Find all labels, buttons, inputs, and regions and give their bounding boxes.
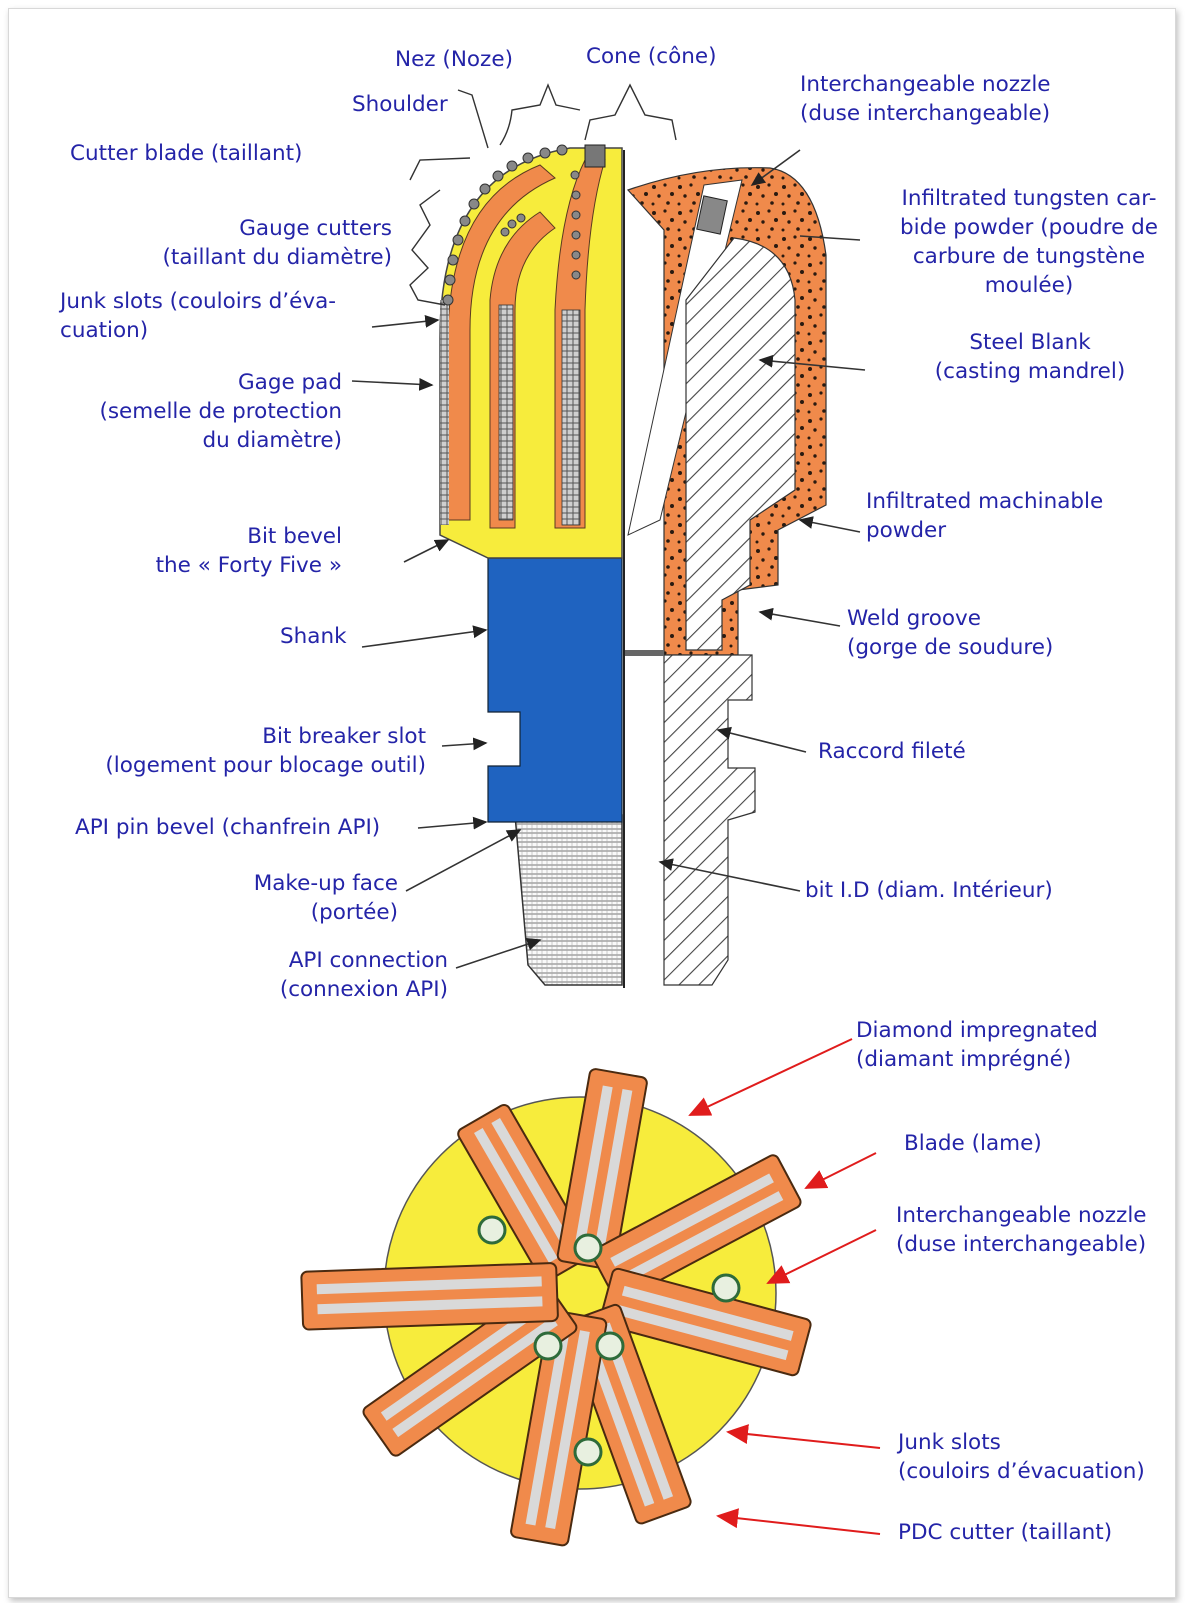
label-cutter-blade: Cutter blade (taillant) — [70, 139, 302, 168]
label-gage-pad: Gage pad (semelle de protection du diamè… — [99, 368, 342, 455]
label-blade: Blade (lame) — [904, 1129, 1042, 1158]
label-bit-breaker-slot: Bit breaker slot (logement pour blocage … — [105, 722, 426, 780]
lower-section — [664, 655, 755, 985]
label-shank: Shank — [280, 622, 347, 651]
label-nez: Nez (Noze) — [395, 45, 513, 74]
blade-8 — [301, 1263, 558, 1330]
label-interchangeable-nozzle-bottom: Interchangeable nozzle (duse interchange… — [896, 1201, 1147, 1259]
label-infiltrated-tungsten: Infiltrated tungsten car- bide powder (p… — [888, 184, 1170, 300]
weld-groove-mark — [624, 650, 664, 656]
label-bit-id: bit I.D (diam. Intérieur) — [805, 876, 1053, 905]
label-diamond-impregnated: Diamond impregnated (diamant imprégné) — [856, 1016, 1098, 1074]
label-raccord: Raccord fileté — [818, 737, 966, 766]
label-api-connection: API connection (connexion API) — [280, 946, 448, 1004]
label-cone: Cone (cône) — [586, 42, 716, 71]
label-steel-blank: Steel Blank (casting mandrel) — [905, 328, 1155, 386]
label-shoulder: Shoulder — [352, 90, 448, 119]
bottom-view — [301, 1068, 812, 1546]
label-junk-slots-side: Junk slots (couloirs d’éva- cuation) — [60, 287, 336, 345]
label-pdc-cutter: PDC cutter (taillant) — [898, 1518, 1112, 1547]
shank-body — [488, 558, 622, 822]
label-api-pin-bevel: API pin bevel (chanfrein API) — [75, 813, 380, 842]
side-view — [440, 145, 826, 988]
label-weld-groove: Weld groove (gorge de soudure) — [847, 604, 1053, 662]
gage-pad-strip-1 — [440, 300, 449, 525]
cutter-strip-2 — [499, 305, 513, 520]
cutter-strip-3 — [562, 310, 580, 525]
label-infiltrated-machinable: Infiltrated machinable powder — [866, 487, 1103, 545]
label-junk-slots-bottom: Junk slots (couloirs d’évacuation) — [898, 1428, 1145, 1486]
label-interchangeable-nozzle-side: Interchangeable nozzle (duse interchange… — [800, 70, 1051, 128]
nozzle-top — [585, 145, 605, 167]
label-gauge-cutters: Gauge cutters (taillant du diamètre) — [163, 214, 392, 272]
label-make-up-face: Make-up face (portée) — [254, 869, 398, 927]
label-bit-bevel: Bit bevel the « Forty Five » — [156, 522, 342, 580]
pin-threads — [515, 815, 622, 985]
steel-blank-section — [686, 238, 795, 650]
